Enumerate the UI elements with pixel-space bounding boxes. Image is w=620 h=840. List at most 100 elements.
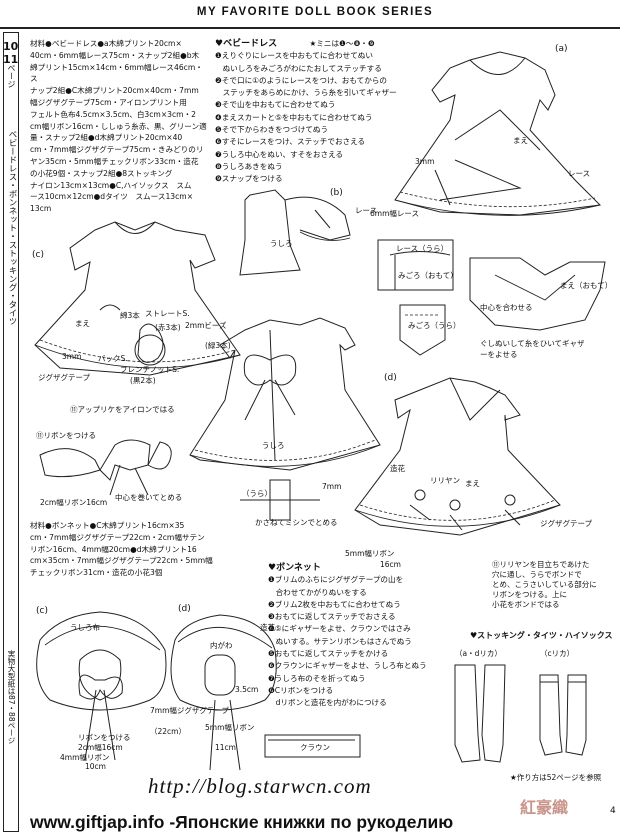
dress-step: ❻すそにレースをつけ、ステッチでおさえる [215,137,366,147]
bonnet-c-diagram [36,611,167,761]
bonnet-d-ribbon5: 5mm幅リボン [205,723,255,732]
bonnet-d-zouka: 造花 [260,623,275,632]
lace-detail [377,239,454,356]
materials-line: 幅ジグザグテープ75cm・アイロンプリント用 [30,97,187,107]
dress-c-mae: まえ [75,319,90,328]
kasa-label: かさねてミシンでとめる [255,518,338,527]
stamp-logo: 紅豪織 [520,798,569,817]
materials-line: 40cm・6mm幅レース75cm・スナップ2組●b木 [30,50,200,60]
materials-line: ース10cm×12cm●dタイツ スムース13cm× [30,192,194,202]
bonnet-zigzag: 7mm幅ジグザグテープ [150,706,229,715]
lilyan-note-line: ⑪リリヤンを目立ちであけた [492,560,590,569]
mikoro-ura-label: みごろ（うら） [408,321,461,330]
fig-a-label: (a) [555,44,568,54]
bonnet-step: ❶ブリムのふちにジグザグテープの山を [268,575,404,585]
dress-step: ❸そで山を中おもてに合わせてぬう [215,100,336,110]
dress-d-zouka: 造花 [390,464,405,473]
materials-line: cm・7mm幅ジグザグテープ22cm・2cm幅サテン [30,532,205,542]
lilyan-note-line: とめ、こうさいしている部分に [492,580,597,589]
lilyan-note-line: 穴に通し、うらでボンドで [492,570,582,579]
sidebar-page-suffix: ページ [7,64,16,88]
ribbon-size: 2cm幅リボン16cm [40,498,108,507]
dress-d-zigzag: ジグザグテープ [540,519,593,528]
stocking-diagrams [454,664,587,763]
dress-d-ribbon5: 5mm幅リボン [345,549,395,558]
dress-step: ❹まえスカートと⑤を中おもてに合わせてぬう [215,112,373,122]
dress-heading: ♥ベビードレス [215,39,278,49]
fig-d-label: (d) [384,373,397,383]
bonnet-step: ❸おもてに返してステッチでおさえる [268,612,396,622]
dress-d-mae: まえ [465,479,480,488]
dress-b-lace6: 6mm幅レース [370,209,420,218]
bonnet-len22: （22cm） [150,727,186,736]
bonnet-crown: クラウン [300,743,330,752]
bonnet-d-naka: 内がわ [210,641,233,650]
materials-line: cm幅リボン16cm・ししゅう糸赤、黒、グリーン適 [30,121,207,131]
applique-label: ⑪アップリケをアイロンではる [70,405,175,414]
center-tuck-label: 中心を合わせる [480,303,533,312]
sidebar-pattern-note: 実物大型紙は87・88ページ [7,650,16,745]
dress-back-7mm: 7mm [322,482,342,491]
materials-line: チェックリボン31cm・造花の小花3個 [30,568,163,578]
sidebar-page-top: 10 [3,40,19,53]
bonnet-step: 合わせてかがりぬいをする [268,587,367,597]
fig-b-label: (b) [330,188,343,198]
series-title: MY FAVORITE DOLL BOOK SERIES [196,6,434,18]
bonnet-d-diagram [170,614,361,771]
materials-line: 材料●ベビードレス●a木綿プリント20cm× [30,39,182,48]
dress-d-lilyan: リリヤン [430,476,460,485]
applique-note-8: (緑3本) [205,341,231,350]
dress-a-3mm: 3mm [415,157,435,166]
materials-dress: 材料●ベビードレス●a木綿プリント20cm× 40cm・6mm幅レース75cm・… [30,38,210,215]
materials-line: 材料●ボンネット●C木綿プリント16cm×35 [30,521,185,530]
dress-c-zigzag: ジグザグテープ [38,373,91,382]
dress-a-lace: レース [568,169,591,178]
stocking-heading: ♥ストッキング・タイツ・ハイソックス [470,631,613,640]
applique-note-7: (黒2本) [130,376,156,385]
dress-back-ushiro: うしろ [262,441,285,450]
dress-note: ★ミニは❶〜❽・❾ [309,39,375,48]
materials-line: ヤン35cm・5mm幅チェックリボン33cm・造花 [30,156,199,166]
lace-ura-label: レース（うら） [396,244,449,253]
dress-step: ❼うしろ中心をぬい、すそをおさえる [215,149,344,159]
dress-back-ura: （うら） [242,489,272,498]
mikoro-omote-label: みごろ（おもて） [398,271,458,280]
page-number: 4 [610,806,616,816]
materials-line: cm・7mm幅ジグザグテープ75cm・きみどりのリ [30,145,204,155]
gather-tuck-label: ぐしぬいして糸をひいてギャザーをよせる [480,339,585,359]
dress-step: ❽うしろあきをぬう [215,161,283,171]
dress-d-ribbon5-len: 16cm [380,560,401,569]
bonnet-heading: ♥ボンネット [268,563,321,573]
lilyan-note-line: 小花をボンドではる [492,600,560,609]
stocking-a-d-label: （a・dリカ） [455,649,502,658]
dress-b-lace: レース [355,206,378,215]
bodice-detail [469,257,606,331]
header-rule [0,27,620,29]
ribbon-center: 中心を巻いてとめる [115,493,183,502]
dress-b-ushiro: うしろ [270,239,293,248]
applique-note-1: 綿3本 [120,311,140,320]
bonnet-c-back: うしろ布 [70,623,100,632]
dress-step: ステッチをあらめにかけ、うら糸を引いてギャザー [215,88,397,98]
materials-line: cm×35cm・7mm幅ジグザグテープ22cm・5mm幅 [30,556,213,566]
materials-line: 綿プリント15cm×14cm・6mm幅レース46cm・ス [30,62,203,84]
dress-step: ❾スナップをつける [215,174,283,184]
fig-c-label: (c) [32,250,44,260]
dress-step: ぬいしろをみごろがわにたおしてステッチする [215,63,382,73]
sidebar-title: ベビードレス・ボンネット・ストッキング・タイツ [7,130,17,326]
dress-instructions: ♥ベビードレス ★ミニは❶〜❽・❾ ❶えりぐりにレースを中おもてに合わせてぬい … [215,38,430,186]
materials-line: ナイロン13cm×13cm●C,ハイソックス スム [30,180,192,190]
dress-back-diagram [189,317,381,521]
dress-step: ❶えりぐりにレースを中おもてに合わせてぬい [215,51,373,61]
mae-omote-label: まえ（おもて） [560,281,613,290]
bonnet-instructions: ♥ボンネット ❶ブリムのふちにジグザグテープの山を 合わせてかがりぬいをする ❷… [268,562,468,710]
bonnet-c-ribbon-attach: リボンをつける [78,733,131,742]
applique-note-6: フレンチノットS. [120,365,180,374]
watermark-url: http://blog.starwcn.com [148,774,372,798]
applique-note-4: 2mmビーズ [185,321,227,330]
lilyan-note: ⑪リリヤンを目立ちであけた 穴に通し、うらでボンドで とめ、こうさいしている部分… [492,560,597,610]
dress-c-3mm: 3mm [62,352,82,361]
sidebar-page-bottom: 11 [3,53,19,66]
bonnet-c-len10: 10cm [85,762,106,771]
bonnet-step: ❹⑤にギャザーをよせ、クラウンではさみ [268,624,411,634]
